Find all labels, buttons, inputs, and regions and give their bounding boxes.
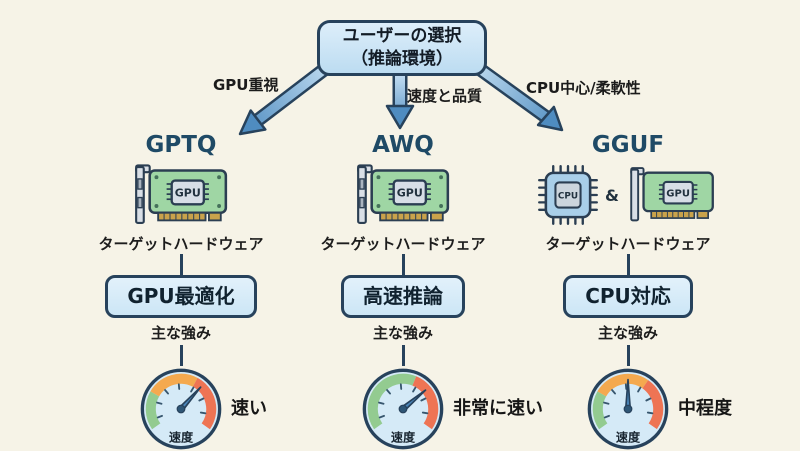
column-title: AWQ [372,134,434,157]
connector-line [627,254,630,275]
gauge-wrap: 速度 中程度 [586,367,670,451]
gauge-dial-label: 速度 [169,430,194,445]
root-title-line1: ユーザーの選択 [343,25,462,48]
gauge-wrap: 速度 速い [139,367,223,451]
gauge-value-text: 中程度 [678,394,732,420]
hardware-label: ターゲットハードウェア [545,233,710,254]
speedometer-icon: 速度 [139,367,223,451]
gauge-dial-label: 速度 [391,430,416,445]
connector-line [402,345,405,366]
gpu-card-icon: GPU [126,162,236,228]
column-title: GPTQ [146,134,217,157]
branch-label-speed-quality: 速度と品質 [407,85,482,106]
gauge-value-text: 速い [231,394,267,420]
hardware-label: ターゲットハードウェア [320,233,485,254]
root-title-line2: （推論環境） [351,48,453,71]
strength-caption: 主な強み [373,322,433,343]
column-title: GGUF [592,134,664,157]
strength-caption: 主な強み [151,322,211,343]
gpu-card-icon: GPU [625,165,719,225]
branch-label-cpu-flex: CPU中心/柔軟性 [526,77,641,98]
speedometer-icon: 速度 [361,367,445,451]
connector-line [180,345,183,366]
cpu-chip-icon: CPU [537,164,599,226]
strength-box: 高速推論 [341,275,465,318]
column-awq: AWQ GPU [283,134,523,451]
strength-box: CPU対応 [563,275,693,318]
column-gguf: GGUF CPU & GPU [508,134,748,451]
strength-box: GPU最適化 [105,275,256,318]
gauge-dial-label: 速度 [616,430,641,445]
connector-line [627,345,630,366]
cpu-chip-label: CPU [558,192,578,202]
gpu-card-icon: GPU [348,162,458,228]
branch-label-gpu: GPU重視 [213,74,279,95]
gpu-chip-label: GPU [175,187,201,200]
icon-joiner: & [605,186,619,205]
strength-caption: 主な強み [598,322,658,343]
hardware-label: ターゲットハードウェア [98,233,263,254]
gpu-chip-label: GPU [666,189,690,200]
gpu-chip-label: GPU [397,187,423,200]
gauge-wrap: 速度 非常に速い [361,367,445,451]
connector-line [402,254,405,275]
column-gptq: GPTQ GPU [61,134,301,451]
root-decision-box: ユーザーの選択 （推論環境） [317,20,487,76]
arrow-left-icon [240,62,334,134]
speedometer-icon: 速度 [586,367,670,451]
connector-line [180,254,183,275]
